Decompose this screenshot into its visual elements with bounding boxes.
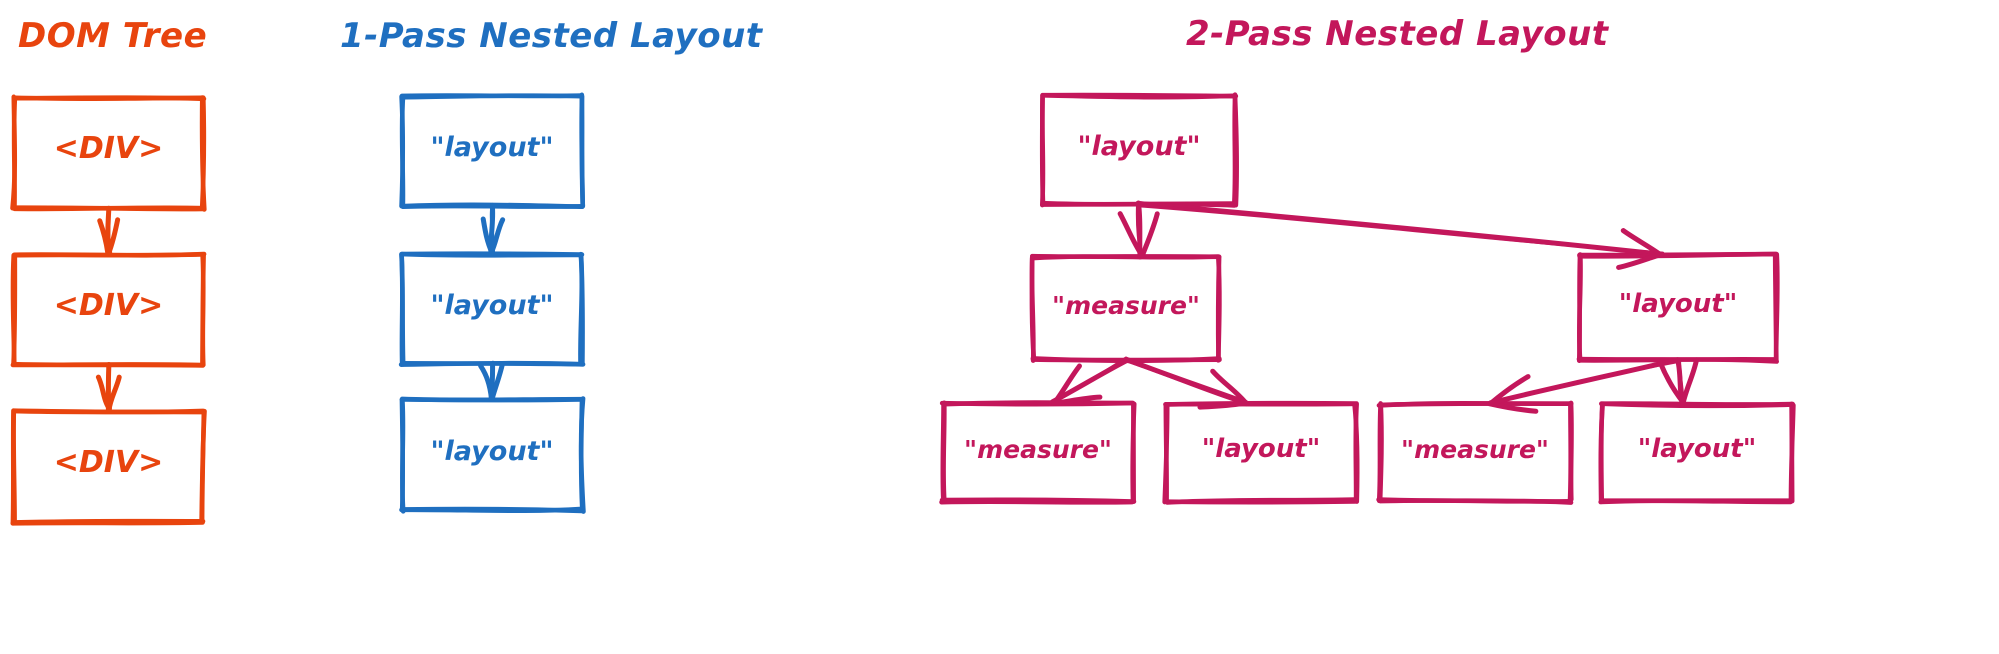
edge-arrow [95, 361, 122, 414]
node-box [399, 396, 586, 514]
node-box [10, 251, 207, 368]
edge-arrow [1122, 356, 1250, 410]
node-box [10, 94, 207, 212]
node-box [1598, 401, 1796, 505]
section-title-one-pass-nested-layout: 1-Pass Nested Layout [340, 16, 763, 56]
edge-arrow [1657, 357, 1699, 407]
node-box [399, 92, 586, 210]
edge-arrow [1135, 200, 1665, 270]
node-box [1029, 253, 1222, 364]
edge-arrow [478, 360, 505, 402]
edge-arrow [97, 205, 121, 256]
node-box [1162, 400, 1360, 505]
edge-arrow [1117, 200, 1160, 260]
node-box [398, 251, 586, 367]
node-box [10, 408, 207, 526]
edge-arrow [1049, 356, 1129, 406]
node-box [1376, 400, 1574, 505]
section-title-dom-tree: DOM Tree [18, 16, 208, 56]
edge-arrow [1486, 357, 1681, 414]
edge-arrow [480, 202, 506, 256]
section-title-two-pass-nested-layout: 2-Pass Nested Layout [1186, 14, 1609, 54]
node-box [939, 400, 1137, 505]
node-box [1576, 251, 1780, 364]
node-box [1039, 92, 1240, 208]
